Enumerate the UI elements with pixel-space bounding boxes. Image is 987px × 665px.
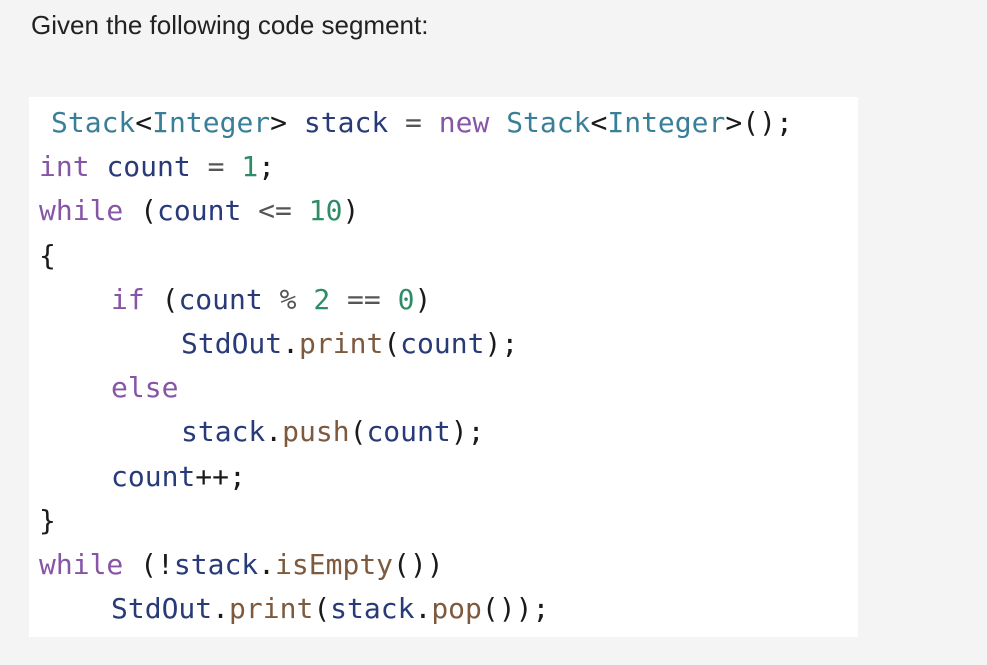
code-token: count	[178, 282, 263, 316]
code-token: 1	[241, 150, 259, 184]
code-token: >	[270, 106, 288, 139]
code-token: .	[265, 415, 283, 449]
code-token: {	[39, 238, 56, 272]
code-token: Stack	[506, 106, 591, 139]
code-token: <	[135, 106, 153, 139]
code-token: =	[405, 106, 422, 139]
code-token	[191, 150, 208, 183]
code-token	[388, 106, 405, 139]
code-token	[241, 194, 258, 227]
code-token: =	[207, 150, 225, 184]
code-token	[90, 150, 107, 183]
code-token: 0	[397, 282, 415, 316]
code-token: <	[590, 106, 608, 139]
code-token: int	[39, 150, 90, 184]
code-token: 2	[313, 282, 331, 316]
code-token	[263, 283, 280, 316]
code-token: ());	[481, 592, 550, 626]
code-line: StdOut.print(stack.pop());	[111, 591, 549, 627]
code-token: >	[725, 106, 743, 139]
code-token	[381, 283, 398, 316]
code-token: while	[39, 548, 124, 581]
code-block: Stack<Integer> stack = new Stack<Integer…	[29, 97, 858, 637]
code-token: ;	[258, 150, 276, 184]
code-token: count	[366, 415, 451, 449]
code-token	[292, 194, 309, 227]
code-line: stack.push(count);	[181, 414, 484, 450]
code-token: %	[279, 282, 297, 316]
code-token: .	[212, 592, 230, 626]
code-token	[287, 106, 304, 139]
question-text: Given the following code segment:	[31, 10, 429, 40]
code-token: ();	[742, 106, 793, 139]
code-token: count	[106, 150, 191, 184]
code-token: stack	[330, 592, 415, 626]
code-token	[296, 283, 313, 316]
code-token: (	[313, 592, 331, 626]
code-token: new	[438, 106, 490, 139]
code-token	[224, 150, 241, 183]
code-token: (	[383, 327, 401, 360]
code-token: );	[450, 415, 485, 449]
code-token: Stack	[51, 106, 136, 139]
code-line: int count = 1;	[39, 149, 275, 185]
code-line: if (count % 2 == 0)	[111, 282, 431, 318]
code-token: isEmpty	[275, 548, 394, 581]
code-token	[330, 283, 347, 316]
code-token: stack	[173, 548, 259, 581]
code-token: <=	[258, 194, 292, 228]
code-line: }	[39, 503, 56, 539]
code-token: push	[282, 415, 350, 449]
code-token: Integer	[152, 106, 271, 139]
code-token: Integer	[607, 106, 726, 139]
code-token: print	[299, 327, 384, 360]
code-token: stack	[303, 106, 389, 139]
code-token: .	[258, 548, 276, 581]
code-line: Stack<Integer> stack = new Stack<Integer…	[51, 105, 793, 141]
code-token: ())	[393, 548, 444, 581]
code-token: count	[111, 459, 196, 493]
code-token	[489, 106, 506, 139]
code-token: 10	[308, 194, 343, 228]
code-token: )	[414, 282, 432, 316]
code-token: count	[157, 194, 242, 228]
code-token: (	[144, 282, 179, 316]
code-line: while (!stack.isEmpty())	[39, 547, 444, 583]
code-token: if	[111, 282, 145, 316]
code-line: else	[111, 370, 178, 406]
code-token: StdOut	[181, 327, 283, 360]
code-token: (!	[123, 548, 174, 581]
code-token: (	[349, 415, 367, 449]
code-token: )	[342, 194, 360, 228]
code-token: print	[229, 592, 314, 626]
code-token: .	[282, 327, 300, 360]
code-token: );	[484, 327, 519, 360]
code-line: {	[39, 238, 56, 274]
code-token: stack	[181, 415, 266, 449]
code-token: pop	[431, 592, 482, 626]
code-token: while	[39, 194, 124, 228]
code-line: StdOut.print(count);	[181, 326, 518, 362]
code-line: while (count <= 10)	[39, 193, 359, 229]
code-token: ++;	[195, 459, 246, 493]
code-token: (	[123, 194, 158, 228]
code-token: }	[39, 503, 56, 537]
code-token	[422, 106, 439, 139]
code-token: StdOut	[111, 592, 213, 626]
code-token: ==	[347, 282, 381, 316]
code-token: count	[400, 327, 485, 360]
code-token: else	[111, 371, 179, 405]
code-line: count++;	[111, 459, 246, 495]
code-token: .	[414, 592, 432, 626]
